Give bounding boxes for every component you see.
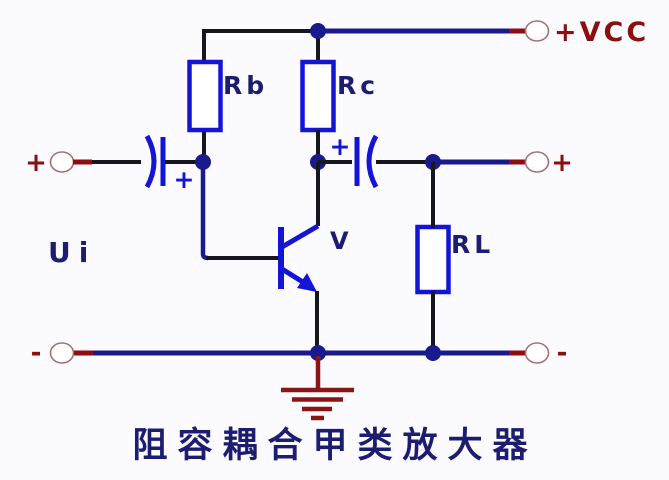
rl-rail-junction-dot [425,345,441,361]
vcc-terminal [524,20,550,42]
output-plus-sign: + [551,148,573,178]
resistor-rl [415,224,451,295]
input-plus-sign: + [25,148,47,178]
top-junction-dot [310,23,326,39]
output-plus-terminal [524,151,550,173]
resistor-rc [300,59,336,133]
output-capacitor-plus-sign: + [330,132,351,161]
input-capacitor-plus-sign: + [174,165,195,194]
emitter-rail-junction-dot [310,345,326,361]
rb-label: Rb [223,71,268,100]
input-signal-label: Ui [48,236,96,269]
transistor-label: V [330,227,349,255]
input-plus-terminal [49,151,75,173]
input-minus-sign: - [31,338,42,368]
output-minus-sign: - [557,338,568,368]
rl-label: RL [451,230,494,259]
emitter-arrow-icon [297,273,317,292]
diagram-title: 阻容耦合甲类放大器 [132,426,537,466]
rc-label: Rc [337,71,379,100]
vcc-label: +VCC [554,17,649,48]
output-capacitor-curved-plate [366,134,379,189]
output-minus-terminal [524,342,550,364]
input-minus-terminal [49,342,75,364]
input-capacitor-curved-plate [144,134,157,189]
base-vertical-wire [200,162,209,261]
resistor-rb [187,59,223,133]
transistor-collector-lead [280,223,320,250]
